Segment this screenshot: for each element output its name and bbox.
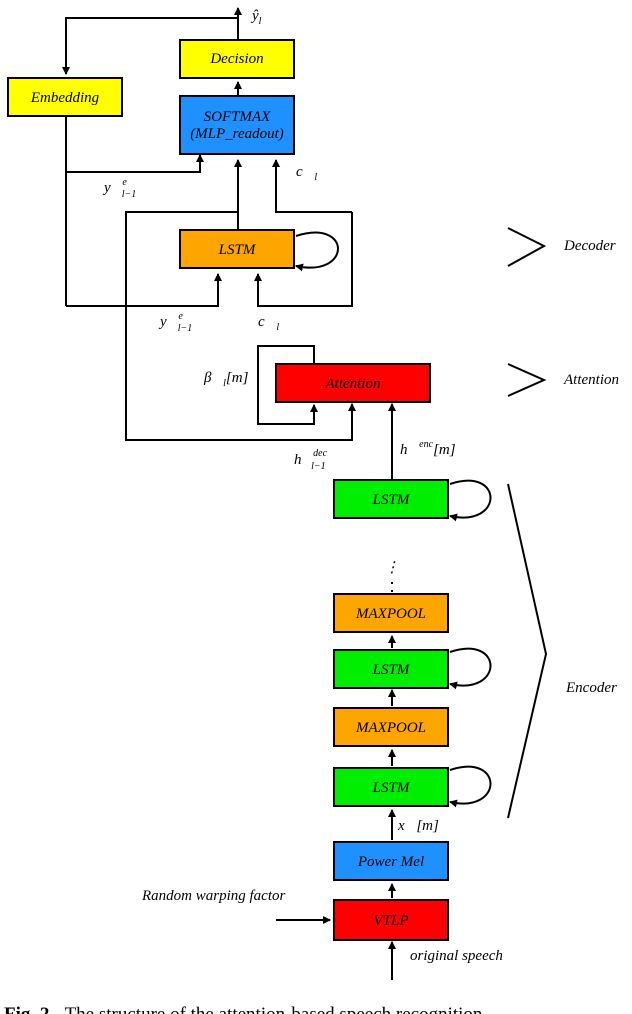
figure-caption: Fig. 2. The structure of the attention-b…	[4, 1004, 483, 1014]
decoder-lstm-box: LSTM	[179, 229, 295, 269]
connections	[62, 7, 548, 980]
c-label-lower: c⃗l	[258, 314, 279, 333]
c-label-upper: c⃗l	[296, 164, 317, 183]
encoder-lstm-mid-label: LSTM	[372, 662, 411, 678]
encoder-lstm-bottom-label: LSTM	[372, 780, 411, 796]
y-hat-label: ŷl	[250, 8, 262, 27]
vertical-ellipsis: ⋮	[385, 560, 400, 576]
encoder-lstm-bottom-box: LSTM	[333, 767, 449, 807]
decision-box: Decision	[179, 39, 295, 79]
caption-label: Fig. 2.	[4, 1004, 54, 1014]
vtlp-box: VTLP	[333, 899, 449, 941]
decision-label: Decision	[209, 51, 263, 67]
maxpool-1-label: MAXPOOL	[355, 606, 426, 622]
attention-group-label: Attention	[563, 372, 619, 388]
encoder-lstm-mid-box: LSTM	[333, 649, 449, 689]
maxpool-1-box: MAXPOOL	[333, 593, 449, 633]
embedding-label: Embedding	[30, 90, 100, 106]
maxpool-2-box: MAXPOOL	[333, 707, 449, 747]
decoder-group-label: Decoder	[563, 238, 616, 254]
encoder-lstm-top-box: LSTM	[333, 479, 449, 519]
softmax-label: SOFTMAX	[204, 109, 271, 125]
embedding-box: Embedding	[7, 77, 123, 117]
softmax-sublabel: (MLP_readout)	[190, 126, 284, 142]
encoder-lstm-top-label: LSTM	[372, 492, 411, 508]
svg-text:Fig. 2. The structure of: Fig. 2. The structure of the attention-b…	[4, 1004, 483, 1014]
attention-label: Attention	[325, 376, 381, 392]
vtlp-label: VTLP	[373, 913, 408, 929]
encoder-group-label: Encoder	[565, 680, 617, 696]
caption-text: The structure of the attention-based spe…	[65, 1004, 483, 1014]
original-speech-label: original speech	[410, 948, 503, 964]
x-label: x⃗[m]	[397, 818, 439, 834]
beta-label: β⃗l[m]	[203, 370, 249, 389]
power-mel-label: Power Mel	[357, 854, 424, 870]
maxpool-2-label: MAXPOOL	[355, 720, 426, 736]
decoder-lstm-label: LSTM	[218, 242, 257, 258]
h-enc-label: h⃗enc[m]	[400, 439, 456, 458]
attention-box: Attention	[275, 363, 431, 403]
power-mel-box: Power Mel	[333, 841, 449, 881]
softmax-box: SOFTMAX (MLP_readout)	[179, 95, 295, 155]
random-warping-label: Random warping factor	[141, 888, 285, 904]
